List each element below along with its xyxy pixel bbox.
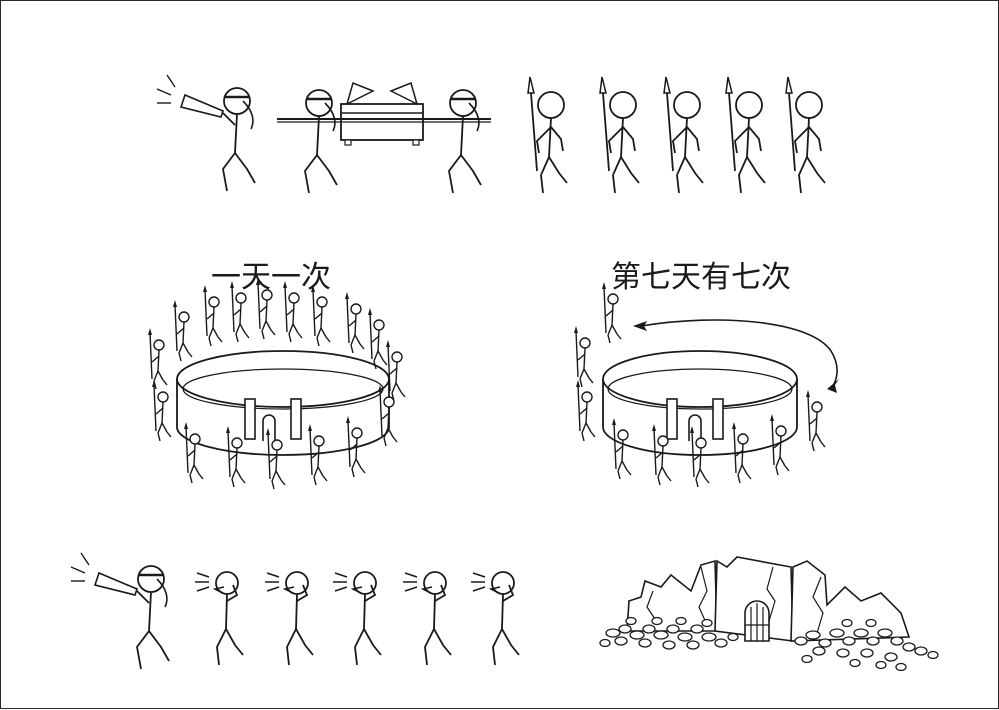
gate-icon — [744, 600, 770, 642]
circular-arrow-icon — [633, 319, 839, 393]
trumpeter-icon — [156, 74, 257, 193]
fallen-wall-scene — [599, 556, 939, 672]
city-wall-icon — [602, 350, 798, 456]
procession-scene — [156, 74, 826, 195]
ark-bearer-back — [447, 88, 483, 195]
march-once-daily-scene — [147, 277, 406, 490]
caption-once-a-day: 一天一次 — [211, 260, 331, 295]
spear-soldier-icon — [599, 76, 640, 194]
march-seven-times-scene — [573, 281, 839, 488]
ark-icon — [277, 81, 491, 146]
shouting-person-icon — [402, 571, 452, 666]
shout-scene — [70, 552, 520, 671]
rubble-icon — [599, 616, 939, 672]
shouting-person-icon — [194, 571, 244, 666]
ark-bearer-front — [303, 88, 339, 195]
spear-soldier-icon — [527, 76, 568, 194]
spear-soldier-icon — [785, 76, 826, 194]
shouting-person-icon — [264, 571, 314, 666]
ruined-wall-icon — [626, 556, 911, 642]
shouting-person-icon — [332, 571, 382, 666]
caption-seventh-day-seven-times: 第七天有七次 — [611, 260, 791, 295]
spear-soldier-icon — [725, 76, 766, 194]
spear-soldier-icon — [663, 76, 704, 194]
trumpeter-icon — [70, 552, 171, 671]
shouting-person-icon — [470, 571, 520, 666]
